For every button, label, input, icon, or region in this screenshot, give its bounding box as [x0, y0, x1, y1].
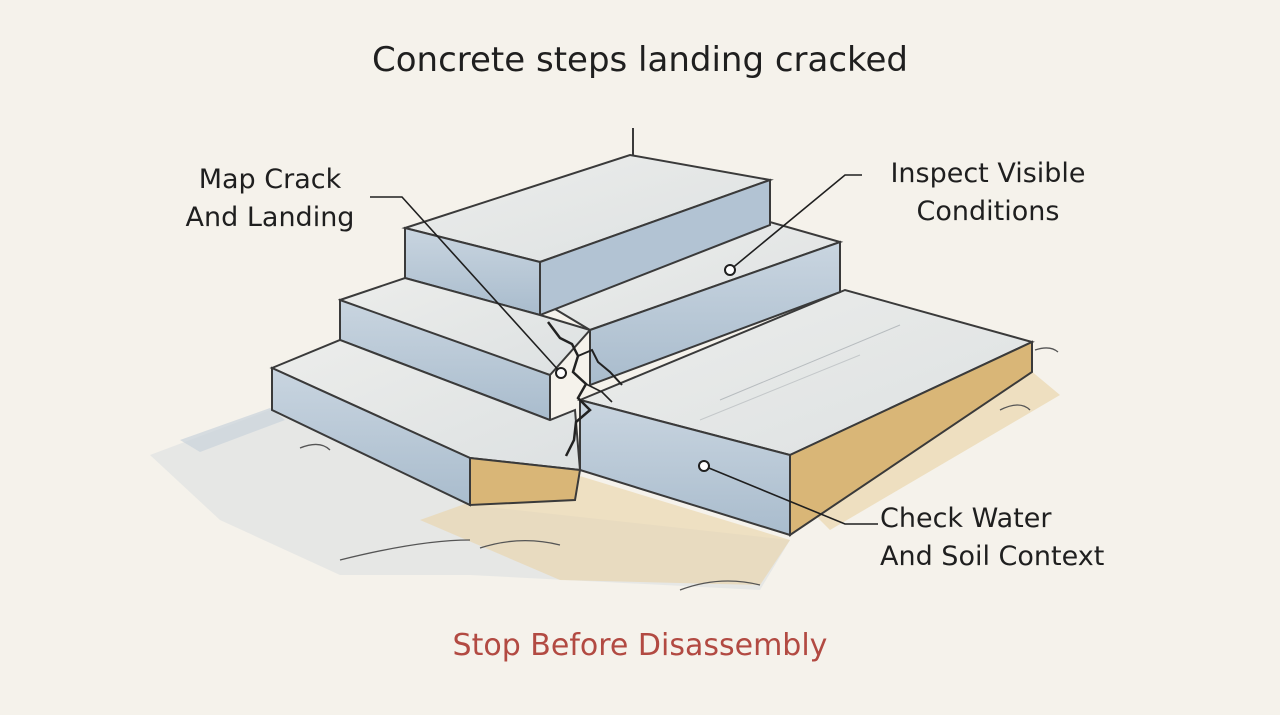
second-step	[337, 276, 592, 422]
ground-sketch	[299, 347, 1059, 591]
diagram-title: Concrete steps landing cracked	[371, 40, 909, 80]
callout-dots	[555, 264, 736, 472]
callout-water-soil-line1: Check Water	[880, 503, 1052, 534]
callout-map-crack: Map Crack And Landing	[170, 161, 370, 237]
callout-map-crack-line1: Map Crack	[198, 164, 342, 195]
callout-map-crack-line2: And Landing	[185, 202, 355, 233]
callout-inspect: Inspect Visible Conditions	[873, 155, 1103, 231]
callout-leaders	[370, 174, 878, 525]
bottom-step	[269, 338, 582, 507]
callout-inspect-line2: Conditions	[916, 196, 1060, 227]
landing-slab	[576, 288, 1035, 537]
callout-inspect-line1: Inspect Visible	[890, 158, 1086, 189]
callout-water-soil-line2: And Soil Context	[880, 541, 1105, 572]
crack-line	[547, 321, 623, 457]
callout-water-soil: Check Water And Soil Context	[880, 500, 1130, 576]
top-step	[401, 128, 774, 317]
footer-warning: Stop Before Disassembly	[452, 628, 828, 663]
